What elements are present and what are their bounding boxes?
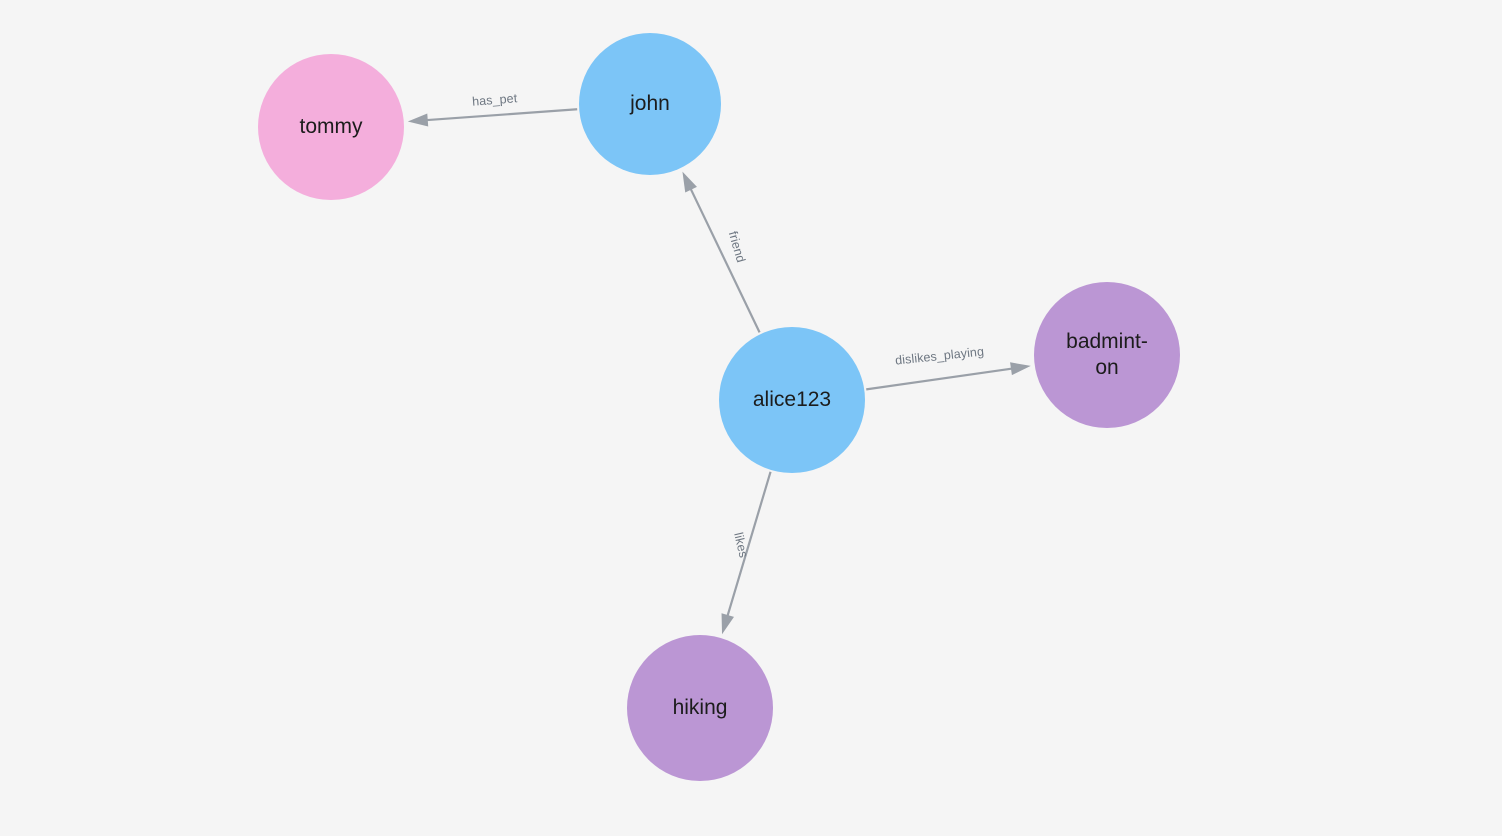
graph-edge[interactable] [721,471,772,635]
edge-arrowhead-icon [1010,362,1031,376]
edge-arrowhead-icon [721,613,734,635]
node-circle[interactable] [1034,282,1180,428]
graph-node-badminton[interactable]: badmint-on [1034,282,1180,428]
node-circle[interactable] [579,33,721,175]
edge-line [725,471,772,620]
node-circle[interactable] [719,327,865,473]
graph-node-hiking[interactable]: hiking [627,635,773,781]
edge-label: dislikes_playing [895,344,985,367]
edge-label: friend [726,230,748,264]
graph-edge[interactable] [682,171,761,333]
edge-line [866,367,1016,391]
edge-arrowhead-icon [407,113,429,127]
edge-line [688,185,761,333]
graph-node-alice123[interactable]: alice123 [719,327,865,473]
edge-line [423,108,578,122]
edge-label: has_pet [472,91,519,109]
node-circle[interactable] [258,54,404,200]
node-circle[interactable] [627,635,773,781]
graph-edge[interactable] [866,362,1031,391]
graph-edge[interactable] [407,108,578,127]
edges-layer [407,108,1031,635]
graph-node-john[interactable]: john [579,33,721,175]
edge-arrowhead-icon [682,171,697,193]
graph-node-tommy[interactable]: tommy [258,54,404,200]
edge-label: likes [731,531,750,559]
nodes-layer: tommy john alice123 badmint-on hiking [258,33,1180,781]
